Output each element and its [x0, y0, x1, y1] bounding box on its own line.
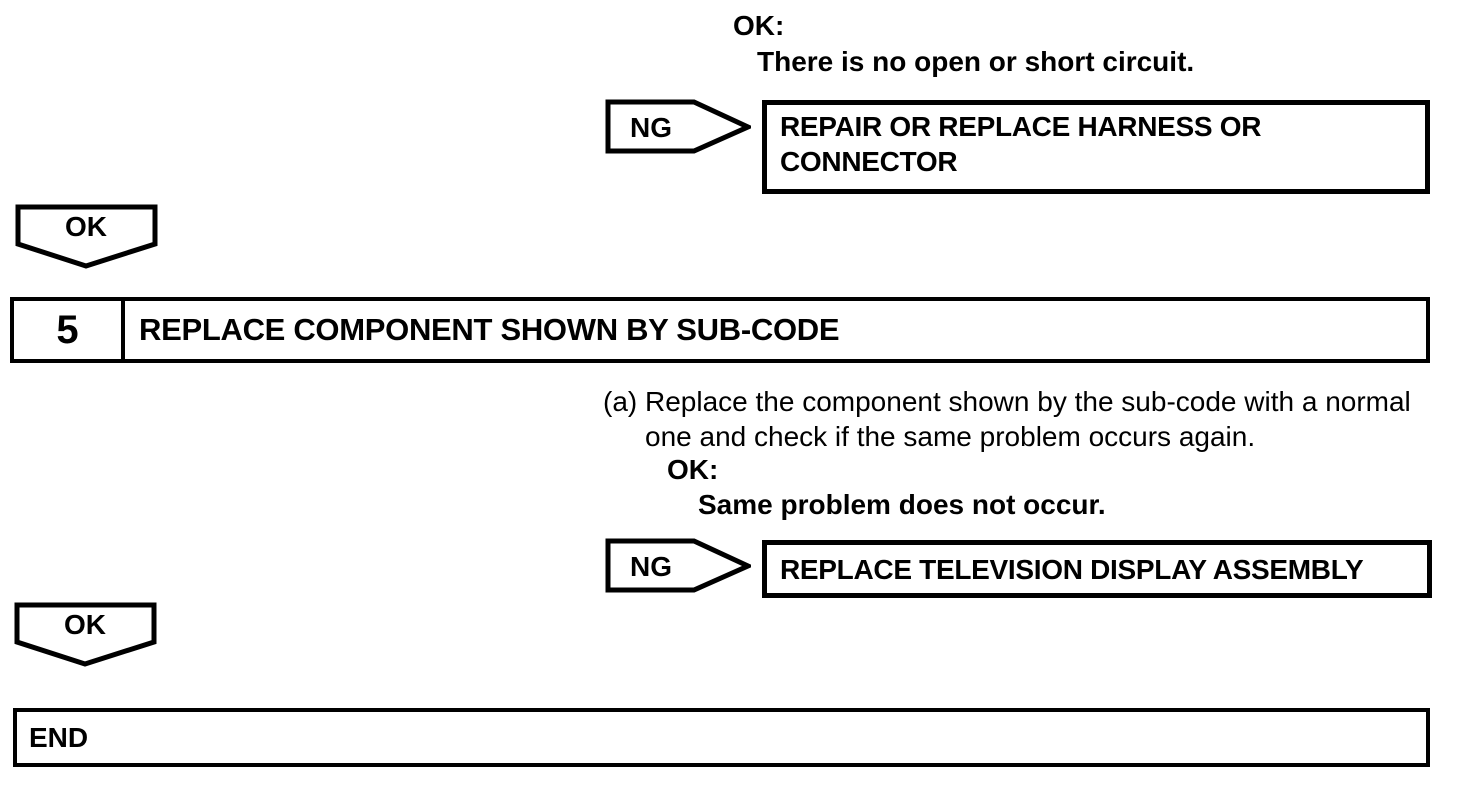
prior-result-ok-condition: There is no open or short circuit.: [757, 46, 1195, 77]
action-box-repair-harness-label: REPAIR OR REPLACE HARNESS OR CONNECTOR: [780, 111, 1262, 177]
ng-arrow-connector-2: NG: [605, 538, 751, 593]
ok-badge-1: OK: [65, 211, 107, 242]
ng-badge-2: NG: [630, 551, 672, 582]
prior-result-ok-label: OK:: [733, 10, 785, 41]
step-number: 5: [14, 301, 125, 359]
step-item-marker: (a): [603, 386, 638, 417]
action-box-replace-tv-label: REPLACE TELEVISION DISPLAY ASSEMBLY: [780, 553, 1364, 585]
ok-arrow-connector-1: OK: [15, 204, 158, 269]
ng-pentagon-shape-2: [605, 538, 751, 593]
step-header-box: 5 REPLACE COMPONENT SHOWN BY SUB-CODE: [10, 297, 1430, 363]
ng-arrow-connector-1: NG: [605, 99, 751, 154]
step-result-ok-label: OK:: [667, 454, 719, 485]
ok-arrow-connector-2: OK: [14, 602, 157, 667]
ok-pentagon-shape-1: [15, 204, 158, 269]
action-box-replace-tv: REPLACE TELEVISION DISPLAY ASSEMBLY: [762, 540, 1432, 598]
end-label: END: [29, 721, 89, 753]
ng-badge-1: NG: [630, 112, 672, 143]
ng-pentagon-shape-1: [605, 99, 751, 154]
ok-badge-2: OK: [64, 609, 106, 640]
end-terminator-box: END: [13, 708, 1430, 767]
step-item-text: Replace the component shown by the sub-c…: [645, 386, 1411, 452]
step-result-ok-condition: Same problem does not occur.: [698, 489, 1106, 520]
step-title: REPLACE COMPONENT SHOWN BY SUB-CODE: [139, 312, 840, 347]
action-box-repair-harness: REPAIR OR REPLACE HARNESS OR CONNECTOR: [762, 100, 1430, 194]
ok-pentagon-shape-2: [14, 602, 157, 667]
